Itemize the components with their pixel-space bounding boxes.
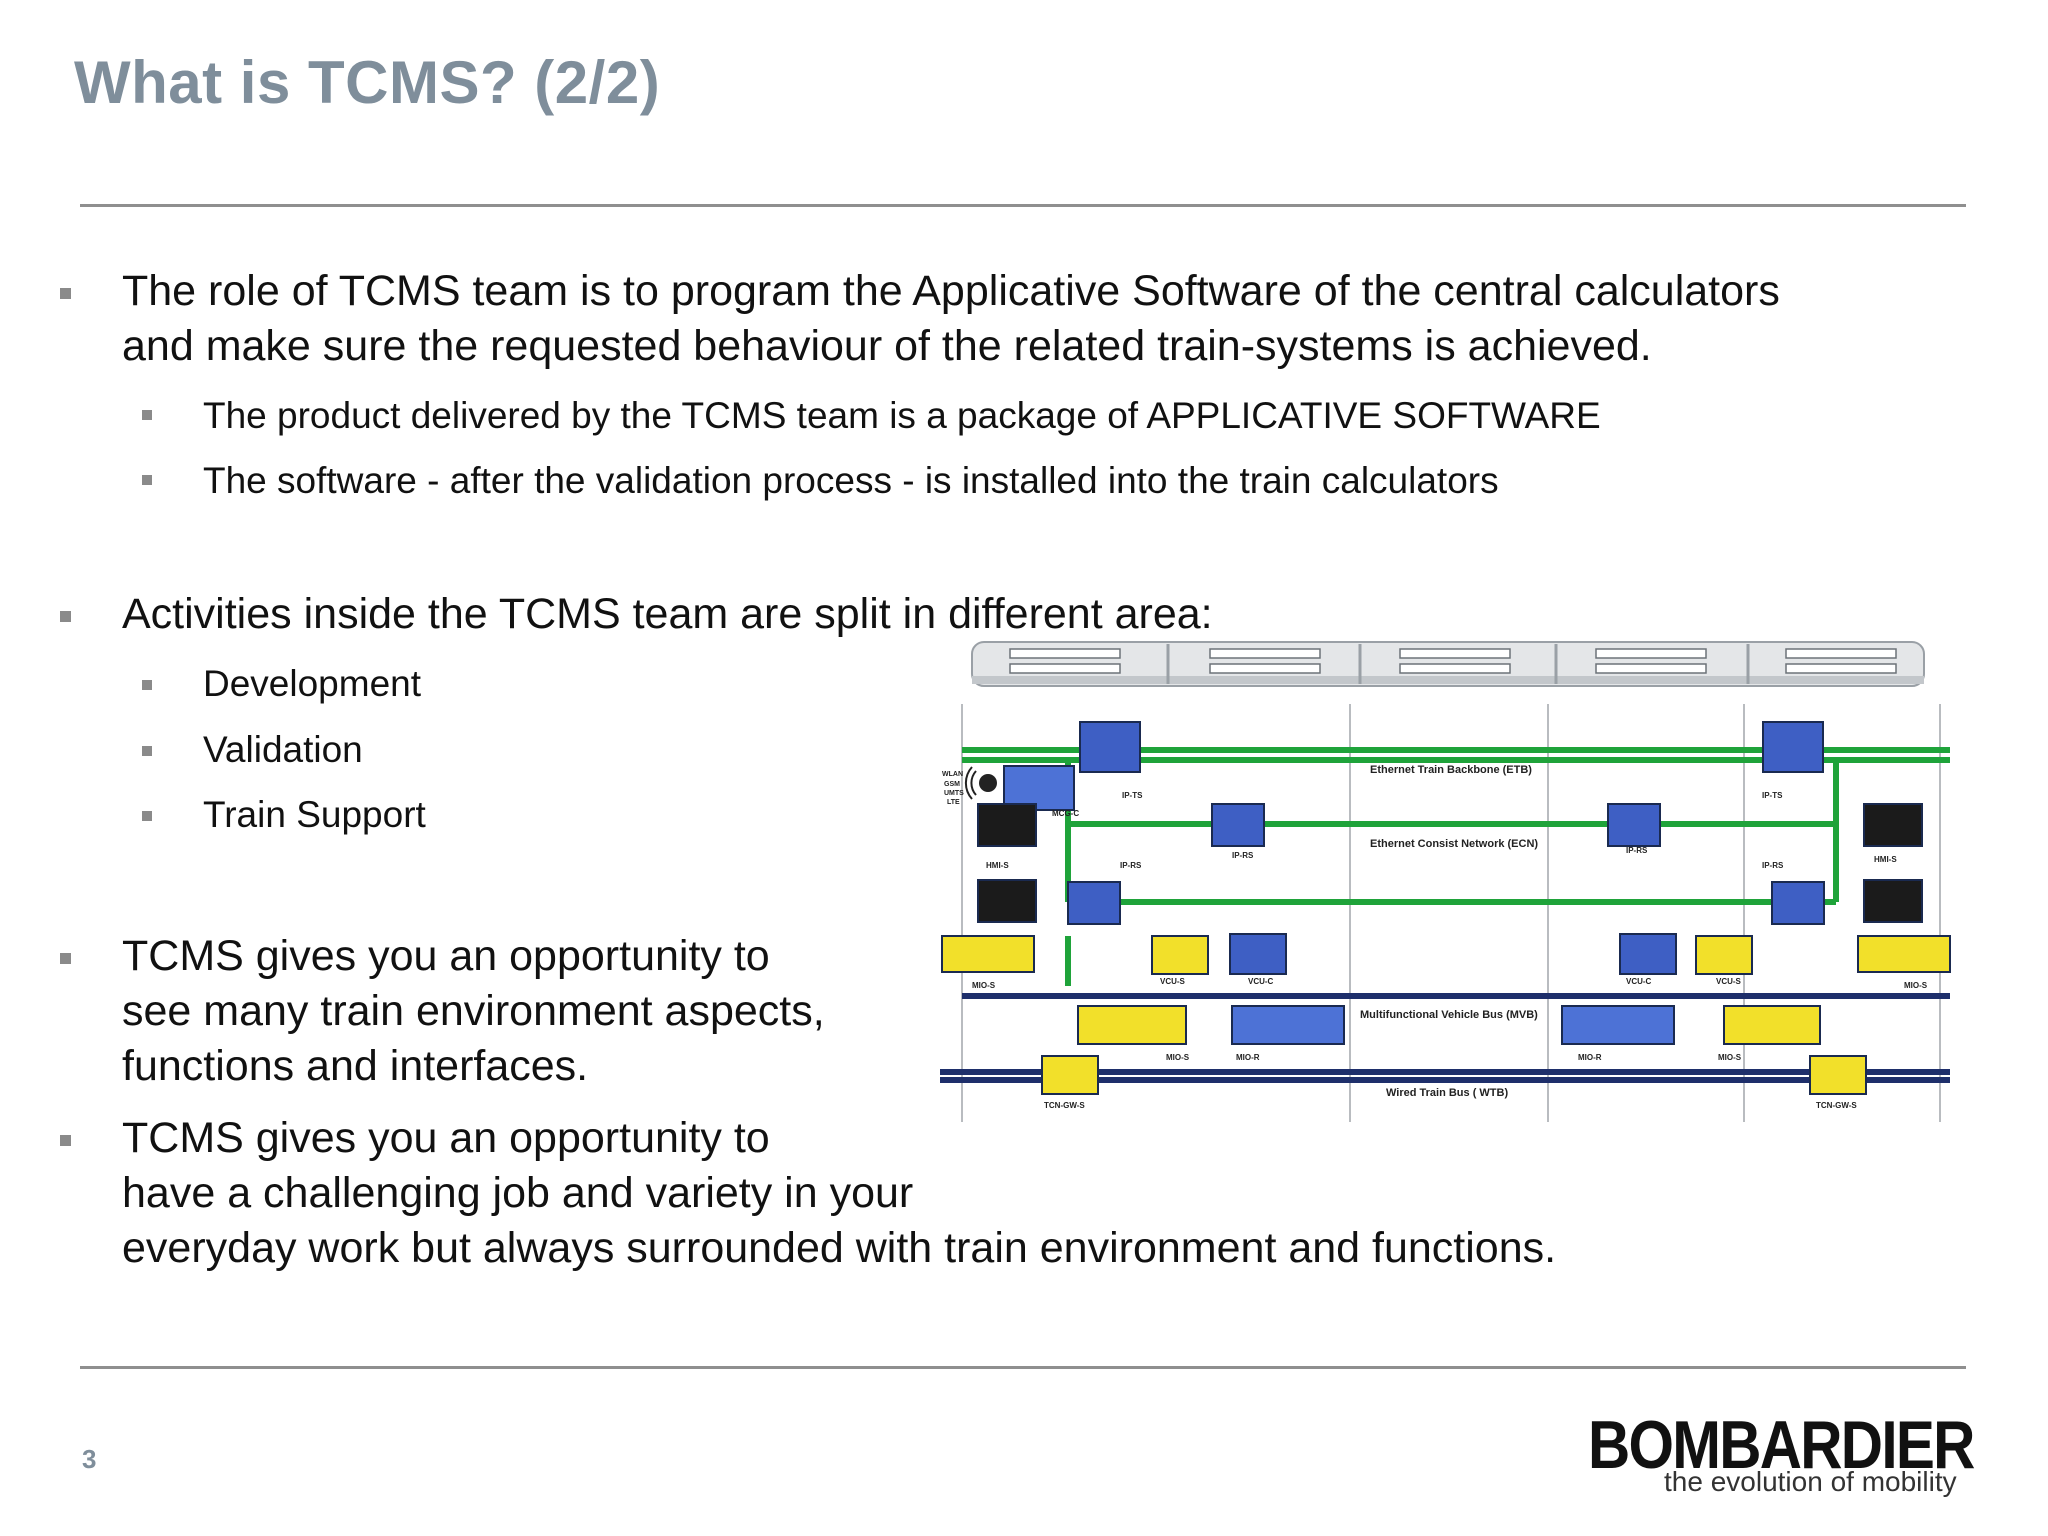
label-ip-ts-right: IP-TS bbox=[1762, 791, 1783, 800]
logo-tagline: the evolution of mobility bbox=[1664, 1466, 1957, 1497]
vcu-s-left bbox=[1151, 935, 1209, 975]
bullet-1-line-2: and make sure the requested behaviour of… bbox=[122, 322, 1652, 370]
etb-label: Ethernet Train Backbone (ETB) bbox=[1370, 764, 1532, 776]
mio-s-left bbox=[941, 935, 1035, 973]
label-ip-ts-left: IP-TS bbox=[1122, 791, 1143, 800]
label-hmi-s-left: HMI-S bbox=[986, 861, 1009, 870]
label-vcu-s-left: VCU-S bbox=[1160, 977, 1186, 986]
mio-s-center-right bbox=[1723, 1005, 1821, 1045]
navy-bus-lines bbox=[940, 993, 1950, 1083]
wireless-labels: WLAN GSM UMTS LTE bbox=[942, 771, 964, 806]
ip-ts-switch-right bbox=[1762, 721, 1824, 773]
title-divider bbox=[80, 204, 1966, 207]
mio-r-left bbox=[1231, 1005, 1345, 1045]
label-mio-s-right: MIO-S bbox=[1904, 981, 1928, 990]
label-tcn-gw-s-left: TCN-GW-S bbox=[1044, 1101, 1085, 1110]
bullet-3: TCMS gives you an opportunity to see man… bbox=[122, 929, 825, 1094]
sub-bullet-marker bbox=[142, 410, 152, 420]
hmi-display-left bbox=[977, 879, 1037, 923]
bullet-4-line-2: have a challenging job and variety in yo… bbox=[122, 1169, 914, 1217]
sub-bullet-2-2: Validation bbox=[203, 729, 363, 770]
bullet-marker bbox=[60, 288, 71, 299]
mcg-c-gateway bbox=[1003, 765, 1075, 811]
label-ip-rs-1: IP-RS bbox=[1232, 851, 1254, 860]
label-vcu-c-left: VCU-C bbox=[1248, 977, 1274, 986]
sub-bullet-marker bbox=[142, 680, 152, 690]
label-mio-s-center-right: MIO-S bbox=[1718, 1053, 1742, 1062]
ecn-label: Ethernet Consist Network (ECN) bbox=[1370, 838, 1538, 850]
label-vcu-c-right: VCU-C bbox=[1626, 977, 1652, 986]
vcu-s-right bbox=[1695, 935, 1753, 975]
train-illustration bbox=[971, 641, 1925, 687]
page-title: What is TCMS? (2/2) bbox=[74, 49, 661, 116]
green-ethernet-lines bbox=[962, 747, 1950, 986]
hmi-display-left-top bbox=[977, 803, 1037, 847]
bullet-3-line-1: TCMS gives you an opportunity to bbox=[122, 932, 770, 980]
vcu-c-right bbox=[1619, 933, 1677, 975]
mio-r-right bbox=[1561, 1005, 1675, 1045]
sub-bullet-marker bbox=[142, 746, 152, 756]
wireless-antenna-icon bbox=[964, 766, 997, 800]
bullet-3-line-3: functions and interfaces. bbox=[122, 1042, 589, 1090]
bullet-2-line-1: Activities inside the TCMS team are spli… bbox=[122, 590, 1213, 638]
wireless-label-wlan: WLAN bbox=[942, 771, 963, 778]
wireless-label-gsm: GSM bbox=[944, 781, 960, 788]
mvb-label: Multifunctional Vehicle Bus (MVB) bbox=[1360, 1009, 1538, 1021]
page-number: 3 bbox=[82, 1444, 97, 1474]
footer-divider bbox=[80, 1366, 1966, 1369]
bullet-4-line-3: everyday work but always surrounded with… bbox=[122, 1224, 1557, 1272]
car-boundaries bbox=[961, 704, 1941, 1122]
tcms-network-diagram: Ethernet Train Backbone (ETB) Ethernet C… bbox=[940, 641, 1951, 1122]
hmi-display-right bbox=[1863, 879, 1923, 923]
sub-bullet-marker bbox=[142, 475, 152, 485]
device-boxes bbox=[941, 721, 1951, 1095]
label-hmi-s-right: HMI-S bbox=[1874, 855, 1897, 864]
device-labels: IP-TS IP-TS MCG-C HMI-S HMI-S IP-RS IP-R… bbox=[972, 791, 1928, 1110]
wtb-label: Wired Train Bus ( WTB) bbox=[1386, 1087, 1508, 1099]
ip-rs-switch-1 bbox=[1211, 803, 1265, 847]
bullet-marker bbox=[60, 1135, 71, 1146]
label-mio-r-left: MIO-R bbox=[1236, 1053, 1260, 1062]
bullet-4: TCMS gives you an opportunity to have a … bbox=[122, 1111, 1556, 1276]
bullet-1-line-1: The role of TCMS team is to program the … bbox=[122, 267, 1780, 315]
hmi-display-right-top bbox=[1863, 803, 1923, 847]
sub-bullet-1-1: The product delivered by the TCMS team i… bbox=[203, 395, 1601, 436]
bullet-3-line-2: see many train environment aspects, bbox=[122, 987, 825, 1035]
label-ip-rs-left: IP-RS bbox=[1120, 861, 1142, 870]
sub-bullet-1-2: The software - after the validation proc… bbox=[203, 460, 1499, 501]
bullet-marker bbox=[60, 611, 71, 622]
bullet-1: The role of TCMS team is to program the … bbox=[122, 264, 1780, 374]
wireless-label-lte: LTE bbox=[947, 799, 960, 806]
label-mcg-c: MCG-C bbox=[1052, 809, 1079, 818]
ip-rs-switch-right bbox=[1771, 881, 1825, 925]
ip-rs-switch-left bbox=[1067, 881, 1121, 925]
label-mio-r-right: MIO-R bbox=[1578, 1053, 1602, 1062]
label-ip-rs-2: IP-RS bbox=[1626, 846, 1648, 855]
bombardier-logo: BOMBARDIER bbox=[1588, 1407, 1975, 1483]
bullet-marker bbox=[60, 953, 71, 964]
label-tcn-gw-s-right: TCN-GW-S bbox=[1816, 1101, 1857, 1110]
bus-labels: Ethernet Train Backbone (ETB) Ethernet C… bbox=[1360, 764, 1538, 1099]
label-vcu-s-right: VCU-S bbox=[1716, 977, 1742, 986]
mio-s-right bbox=[1857, 935, 1951, 973]
tcn-gw-s-right bbox=[1809, 1055, 1867, 1095]
ip-rs-switch-2 bbox=[1607, 803, 1661, 847]
ip-ts-switch-left bbox=[1079, 721, 1141, 773]
label-ip-rs-right: IP-RS bbox=[1762, 861, 1784, 870]
vcu-c-left bbox=[1229, 933, 1287, 975]
mio-s-center-left bbox=[1077, 1005, 1187, 1045]
sub-bullet-marker bbox=[142, 811, 152, 821]
sub-bullet-2-1: Development bbox=[203, 663, 422, 704]
wireless-label-umts: UMTS bbox=[944, 790, 964, 797]
bullet-4-line-1: TCMS gives you an opportunity to bbox=[122, 1114, 770, 1162]
label-mio-s-center-left: MIO-S bbox=[1166, 1053, 1190, 1062]
tcn-gw-s-left bbox=[1041, 1055, 1099, 1095]
bullet-2: Activities inside the TCMS team are spli… bbox=[122, 587, 1213, 642]
sub-bullet-2-3: Train Support bbox=[203, 794, 426, 835]
label-mio-s-left: MIO-S bbox=[972, 981, 996, 990]
